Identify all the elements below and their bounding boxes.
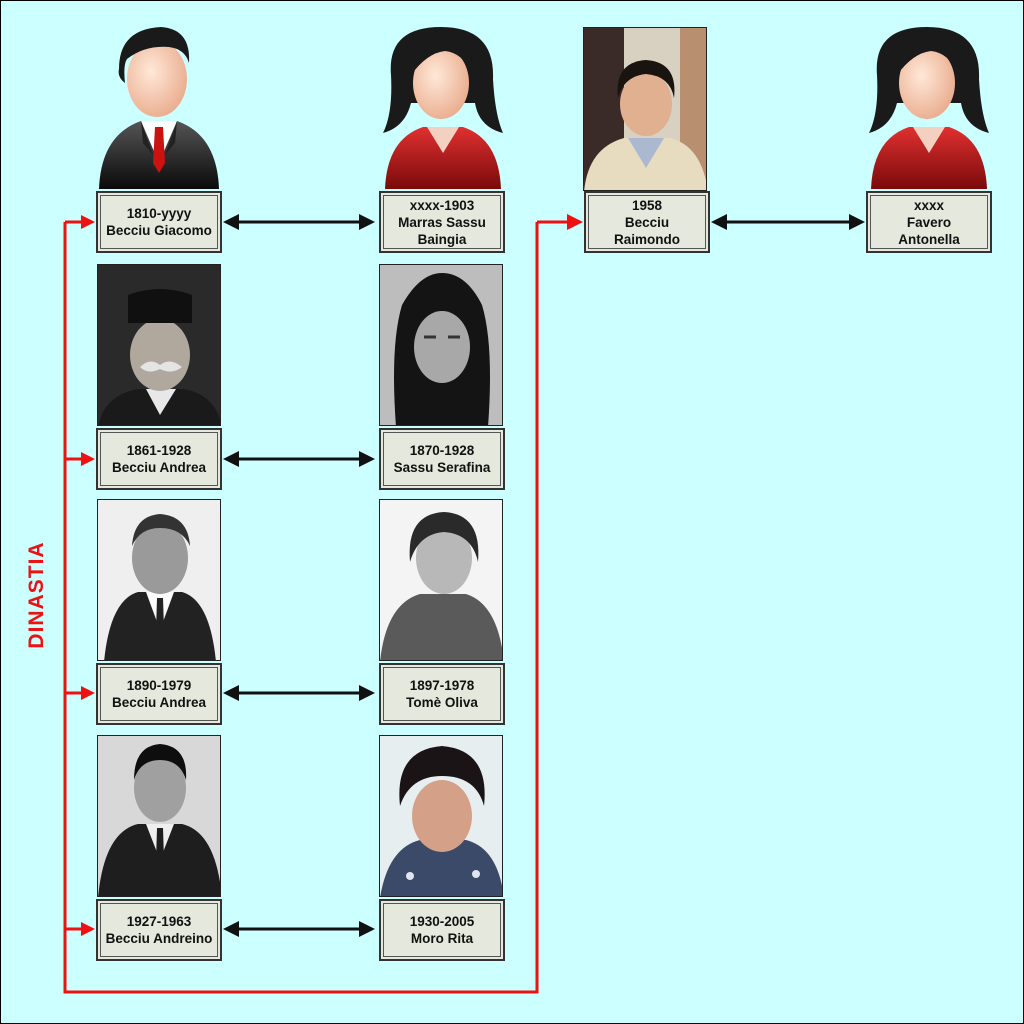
person-card-raimondo: 1958 Becciu Raimondo [584,191,710,253]
person-card-baingia: xxxx-1903 Marras Sassu Baingia [379,191,505,253]
person-name: Becciu Andreino [105,931,213,946]
person-years: xxxx [913,197,945,213]
male-avatar-icon [99,27,219,189]
person-card-andrea-1890: 1890-1979 Becciu Andrea [96,663,222,725]
person-years: 1870-1928 [409,443,475,458]
person-years: 1897-1978 [409,678,475,693]
person-name: Tomè Oliva [406,695,478,710]
dynasty-line [63,222,539,994]
person-card-rita: 1930-2005 Moro Rita [379,899,505,961]
portrait-photo-serafina [379,264,503,426]
person-name: Becciu Giacomo [106,223,212,238]
marriage-arrow-giacomo-baingia [223,214,375,230]
person-card-andreino: 1927-1963 Becciu Andreino [96,899,222,961]
person-years: 1861-1928 [126,443,192,458]
portrait-photo-andrea-1861 [97,264,221,426]
dynasty-arrow-giacomo [65,215,95,229]
female-avatar-icon-2 [869,27,989,189]
person-name-line2: Antonella [898,231,960,247]
person-years: xxxx-1903 [409,197,475,213]
person-name: Becciu Andrea [111,460,207,475]
dynasty-arrow-andrea-1890 [65,686,95,700]
marriage-arrow-andreino-rita [223,921,375,937]
person-name: Marras Sassu [398,214,486,230]
dynasty-arrow-andreino [65,922,95,936]
person-card-antonella: xxxx Favero Antonella [866,191,992,253]
marriage-arrow-andrea-serafina [223,451,375,467]
portrait-photo-andrea-1890 [97,499,221,661]
person-name: Becciu Andrea [111,695,207,710]
person-card-oliva: 1897-1978 Tomè Oliva [379,663,505,725]
person-name: Becciu [624,214,670,230]
person-card-giacomo: 1810-yyyy Becciu Giacomo [96,191,222,253]
person-card-serafina: 1870-1928 Sassu Serafina [379,428,505,490]
marriage-arrow-andrea-oliva [223,685,375,701]
person-years: 1890-1979 [126,678,192,693]
female-avatar-icon [383,27,503,189]
person-name: Favero [906,214,952,230]
person-name-line2: Baingia [417,231,467,247]
dynasty-label: DINASTIA [25,541,48,649]
person-name: Sassu Serafina [393,460,491,475]
person-years: 1810-yyyy [126,206,192,221]
person-years: 1927-1963 [126,914,192,929]
person-name: Moro Rita [410,931,474,946]
person-name-line2: Raimondo [614,231,680,247]
portrait-photo-rita [379,735,503,897]
marriage-arrow-raimondo-antonella [711,214,865,230]
person-years: 1958 [631,197,663,213]
dynasty-arrow-raimondo [537,214,583,230]
dynasty-arrow-andrea-1861 [65,452,95,466]
portrait-photo-oliva [379,499,503,661]
portrait-photo-raimondo [583,27,707,191]
person-years: 1930-2005 [409,914,475,929]
portrait-photo-andreino [97,735,221,897]
person-card-andrea-1861: 1861-1928 Becciu Andrea [96,428,222,490]
